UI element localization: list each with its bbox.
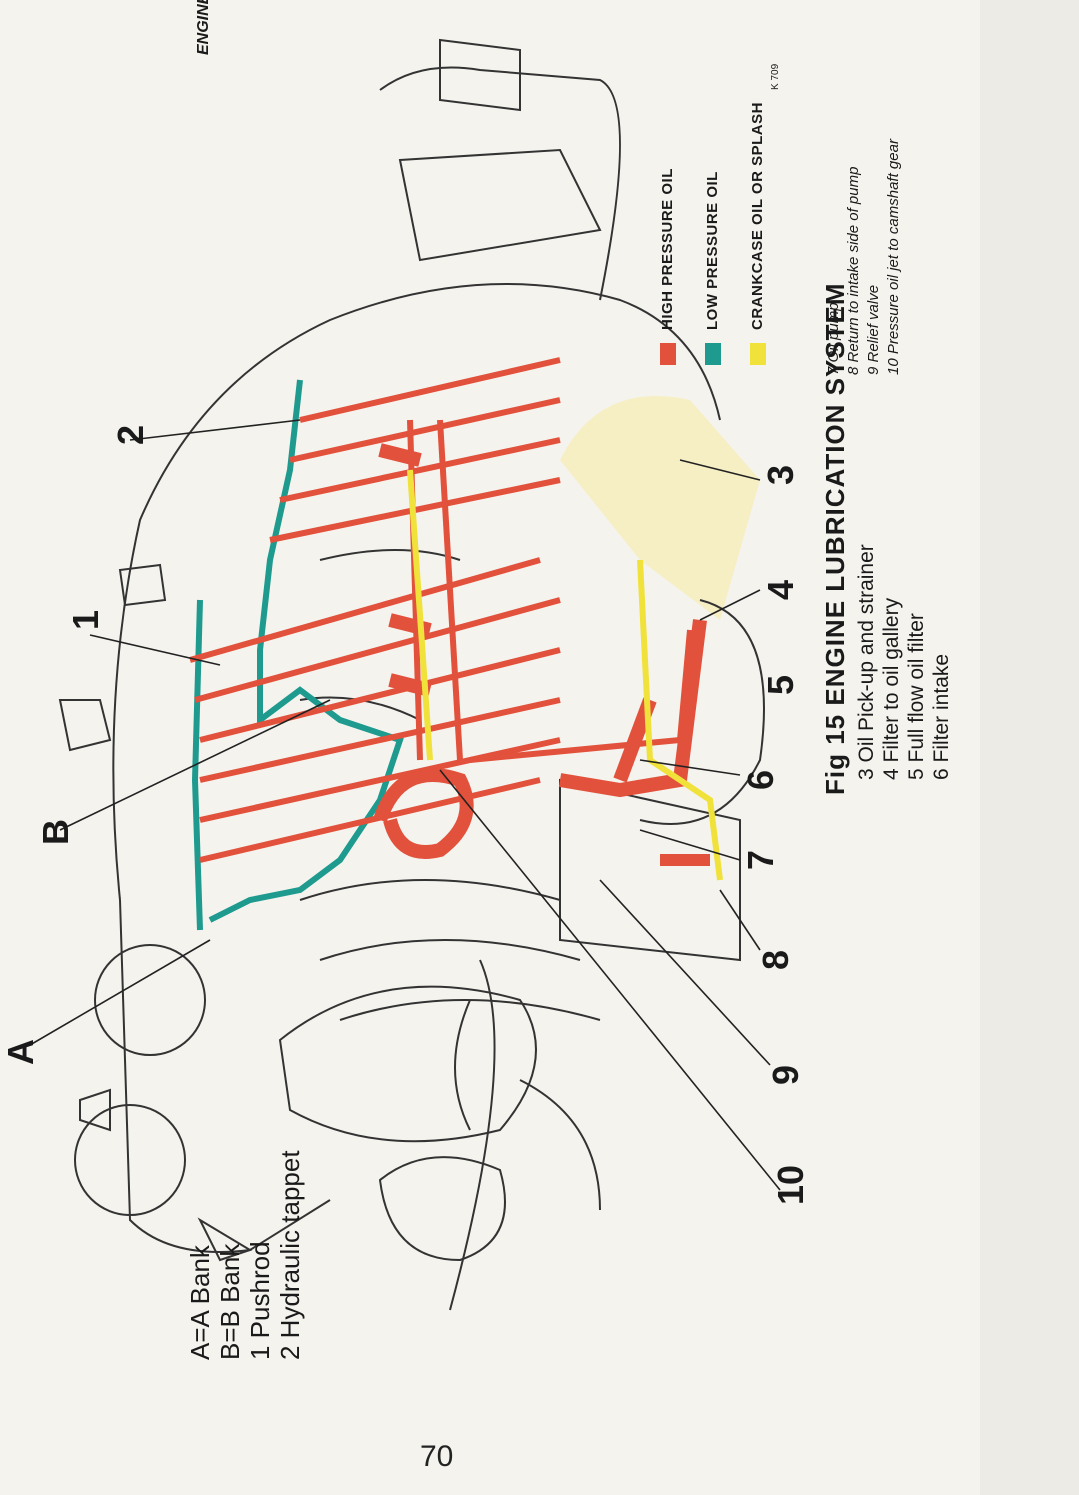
legend-swatch-low bbox=[705, 343, 721, 365]
book-page-right bbox=[980, 0, 1079, 1495]
side-item-9: 9 Relief valve bbox=[865, 284, 882, 375]
callout-3: 3 bbox=[760, 464, 801, 485]
callout-2: 2 bbox=[110, 424, 151, 445]
crankcase-splash-area bbox=[560, 396, 760, 620]
callout-6: 6 bbox=[740, 769, 781, 790]
callout-4: 4 bbox=[760, 579, 801, 600]
high-pressure-oil-lines bbox=[189, 357, 710, 866]
side-item-10: 10 Pressure oil jet to camshaft gear bbox=[885, 139, 902, 375]
legend-low-pressure: LOW PRESSURE OIL bbox=[704, 171, 721, 330]
splash-oil-lines bbox=[407, 469, 723, 881]
callout-A: A bbox=[0, 1039, 41, 1065]
caption-item-3: 3 Oil Pick-up and strainer bbox=[855, 544, 878, 780]
key-item-2: 2 Hydraulic tappet bbox=[275, 1150, 305, 1360]
figure-title: Fig 15 ENGINE LUBRICATION SYSTEM bbox=[820, 282, 850, 795]
rotated-page-content: ENGINE—Continued A B 1 2 3 4 5 6 7 8 9 1… bbox=[0, 0, 953, 1360]
callout-leaders bbox=[29, 419, 781, 1191]
caption-item-4: 4 Filter to oil gallery bbox=[880, 597, 903, 780]
engine-lubrication-diagram bbox=[29, 38, 781, 1311]
key-item-A: A=A Bank bbox=[185, 1245, 215, 1360]
caption-item-5: 5 Full flow oil filter bbox=[905, 613, 928, 780]
callout-10: 10 bbox=[770, 1164, 811, 1205]
running-title: ENGINE—Continued bbox=[195, 0, 213, 55]
caption-item-6: 6 Filter intake bbox=[930, 653, 953, 780]
engine-outline bbox=[58, 38, 765, 1311]
callout-5: 5 bbox=[760, 674, 801, 695]
page-number: 70 bbox=[420, 1440, 454, 1473]
callout-9: 9 bbox=[765, 1064, 806, 1085]
callout-B: B bbox=[35, 819, 76, 845]
key-item-1: 1 Pushrod bbox=[245, 1241, 275, 1360]
legend-high-pressure: HIGH PRESSURE OIL bbox=[659, 168, 676, 330]
legend-crankcase-splash: CRANKCASE OIL OR SPLASH bbox=[749, 102, 766, 330]
callout-7: 7 bbox=[740, 849, 781, 870]
callout-1: 1 bbox=[65, 609, 106, 630]
figure-code: K 709 bbox=[770, 63, 781, 90]
book-page-left bbox=[0, 0, 1020, 1495]
key-item-B: B=B Bank bbox=[215, 1243, 245, 1360]
legend-swatch-high bbox=[660, 343, 676, 365]
legend-swatch-splash bbox=[750, 343, 766, 365]
callout-8: 8 bbox=[755, 949, 796, 970]
